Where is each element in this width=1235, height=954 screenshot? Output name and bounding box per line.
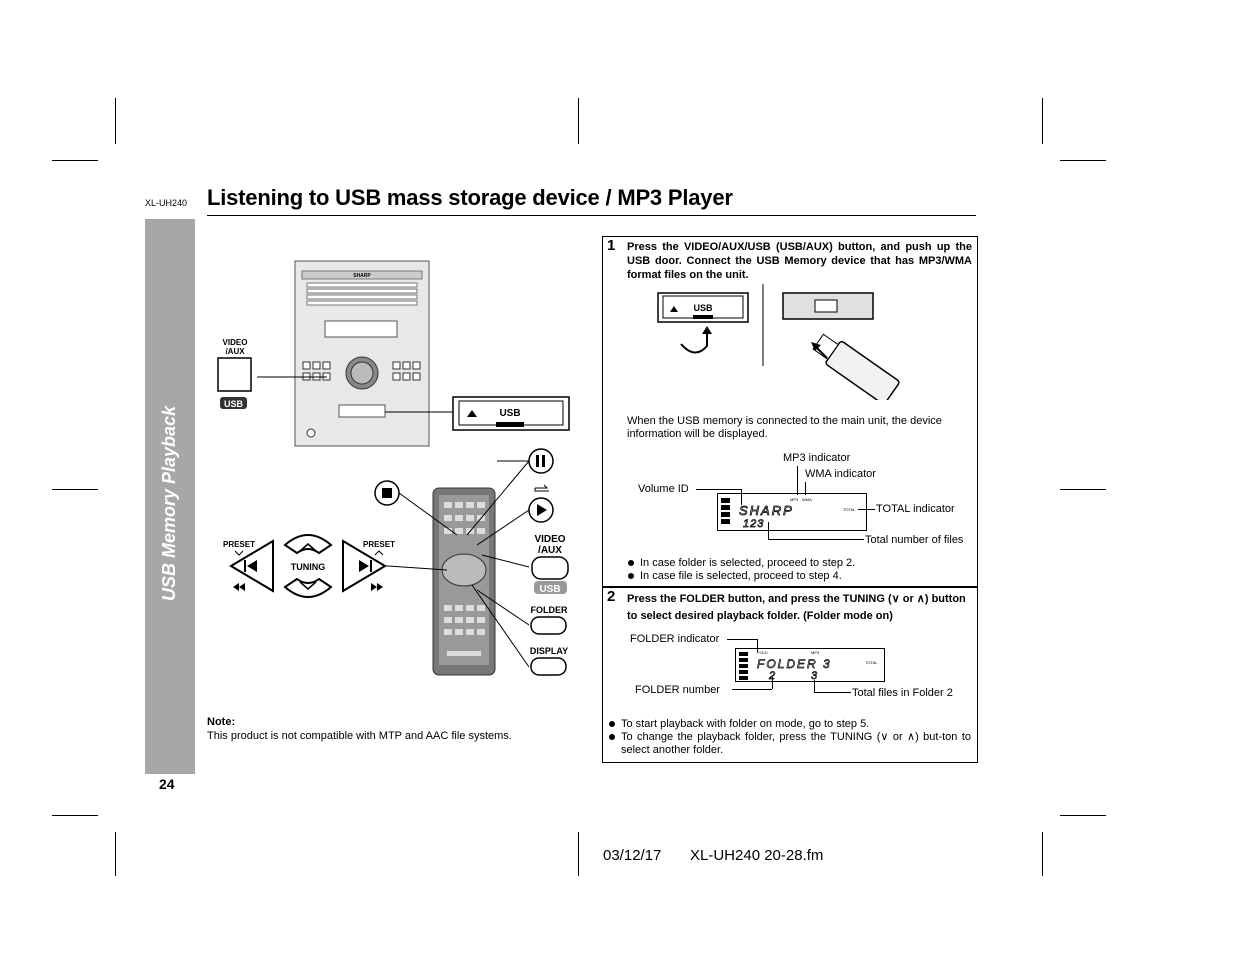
leader-line	[814, 680, 815, 692]
crop-mark	[115, 98, 116, 144]
display2-total-label: TOTAL	[865, 660, 878, 665]
leader-line	[858, 509, 875, 510]
crop-mark	[52, 489, 98, 490]
bullet-dot	[609, 734, 615, 740]
display-total-label: TOTAL	[843, 507, 856, 512]
bullet-item: In case file is selected, proceed to ste…	[628, 570, 968, 583]
bullet-text: In case file is selected, proceed to ste…	[640, 570, 842, 582]
step-1-number: 1	[607, 237, 616, 254]
step1-usb-door-label: USB	[693, 303, 713, 313]
bullet-text: To start playback with folder on mode, g…	[621, 718, 870, 730]
svg-text:/AUX: /AUX	[538, 545, 562, 556]
leader-line	[772, 677, 773, 689]
crop-mark	[1042, 832, 1043, 876]
title-rule	[207, 215, 976, 216]
unit-and-remote-illustration: SHARP VIDEO /AUX USB USB	[217, 260, 570, 676]
leader-line	[805, 482, 806, 495]
leader-line	[741, 489, 742, 505]
step-2-display-panel: FOLD MP3 TOTAL FOLDER 3 2 3	[735, 648, 885, 682]
footer-date: 03/12/17	[603, 847, 662, 864]
remote-control	[432, 487, 496, 676]
usb-badge: USB	[224, 399, 244, 409]
callout-total-files-folder: Total files in Folder 2	[852, 687, 953, 699]
note-heading: Note:	[207, 716, 236, 728]
step-1-display-panel: MP3 WMA TOTAL SHARP 123	[717, 493, 867, 531]
folder-label: FOLDER	[531, 605, 568, 615]
leader-line	[727, 639, 757, 640]
bullet-item: In case folder is selected, proceed to s…	[628, 557, 968, 570]
step-2-instruction: Press the FOLDER button, and press the T…	[627, 593, 966, 622]
bullet-item: To change the playback folder, press the…	[609, 731, 971, 757]
crop-mark	[1042, 98, 1043, 144]
bullet-text: To change the playback folder, press the…	[621, 731, 971, 756]
display2-fold-label: FOLD	[757, 650, 768, 655]
note-text: This product is not compatible with MTP …	[207, 730, 512, 742]
main-unit: SHARP	[257, 260, 453, 447]
display-main-text: SHARP	[739, 503, 794, 518]
tuning-pad	[229, 534, 387, 598]
display-mp3-label: MP3	[790, 497, 799, 502]
crop-mark	[1060, 489, 1106, 490]
leader-line	[768, 522, 769, 539]
svg-text:VIDEO: VIDEO	[534, 534, 565, 545]
bullet-dot	[609, 721, 615, 727]
preset-left-label: PRESET	[223, 540, 255, 549]
display2-mp3-label: MP3	[811, 650, 820, 655]
callout-folder-indicator: FOLDER indicator	[630, 633, 720, 645]
step-2-bullets: To start playback with folder on mode, g…	[609, 718, 971, 757]
crop-mark	[52, 160, 98, 161]
leader-line	[732, 689, 772, 690]
display2-files-number: 3	[811, 670, 818, 682]
step-1-bullets: In case folder is selected, proceed to s…	[628, 557, 968, 583]
callout-wma-indicator: WMA indicator	[805, 468, 876, 480]
crop-mark	[1060, 815, 1106, 816]
crop-mark	[578, 98, 579, 144]
crop-mark	[578, 832, 579, 876]
callout-mp3-indicator: MP3 indicator	[783, 452, 851, 464]
step-1-box	[602, 236, 978, 588]
crop-mark	[52, 815, 98, 816]
bullet-dot	[628, 560, 634, 566]
leader-line	[696, 489, 741, 490]
step-1-instruction: Press the VIDEO/AUX/USB (USB/AUX) button…	[627, 241, 972, 281]
footer-file: XL-UH240 20-28.fm	[690, 847, 824, 864]
preset-right-label: PRESET	[363, 540, 395, 549]
usb-badge-remote: USB	[539, 584, 560, 595]
sidebar: USB Memory Playback	[145, 219, 195, 774]
bullet-dot	[628, 573, 634, 579]
sidebar-section-title: USB Memory Playback	[159, 405, 179, 601]
display-label: DISPLAY	[530, 646, 568, 656]
leader-line	[797, 466, 798, 495]
display-wma-label: WMA	[802, 497, 812, 502]
usb-connect-illustration: USB	[657, 284, 900, 400]
leader-line	[814, 692, 851, 693]
step-2-box	[602, 586, 978, 763]
svg-text:VIDEO: VIDEO	[223, 338, 248, 347]
bullet-item: To start playback with folder on mode, g…	[609, 718, 971, 731]
tuning-label: TUNING	[291, 562, 326, 572]
unit-brand: SHARP	[353, 273, 371, 279]
leader-line	[768, 539, 864, 540]
usb-door-label: USB	[499, 408, 520, 419]
leader-line	[757, 639, 758, 652]
page-title: Listening to USB mass storage device / M…	[207, 185, 733, 210]
svg-text:/AUX: /AUX	[225, 347, 245, 356]
step-2-number: 2	[607, 588, 616, 605]
display2-main-text: FOLDER 3	[757, 657, 832, 671]
model-label: XL-UH240	[145, 198, 188, 208]
callout-volume-id: Volume ID	[638, 483, 689, 495]
display2-folder-number: 2	[768, 670, 775, 682]
callout-total-files: Total number of files	[865, 534, 964, 546]
step-1-info: When the USB memory is connected to the …	[627, 415, 942, 440]
callout-total-indicator: TOTAL indicator	[876, 503, 955, 515]
callout-folder-number: FOLDER number	[635, 684, 720, 696]
crop-mark	[1060, 160, 1106, 161]
display-sub-text: 123	[743, 518, 764, 530]
crop-mark	[115, 832, 116, 876]
page-number: 24	[159, 776, 175, 792]
bullet-text: In case folder is selected, proceed to s…	[640, 557, 856, 569]
